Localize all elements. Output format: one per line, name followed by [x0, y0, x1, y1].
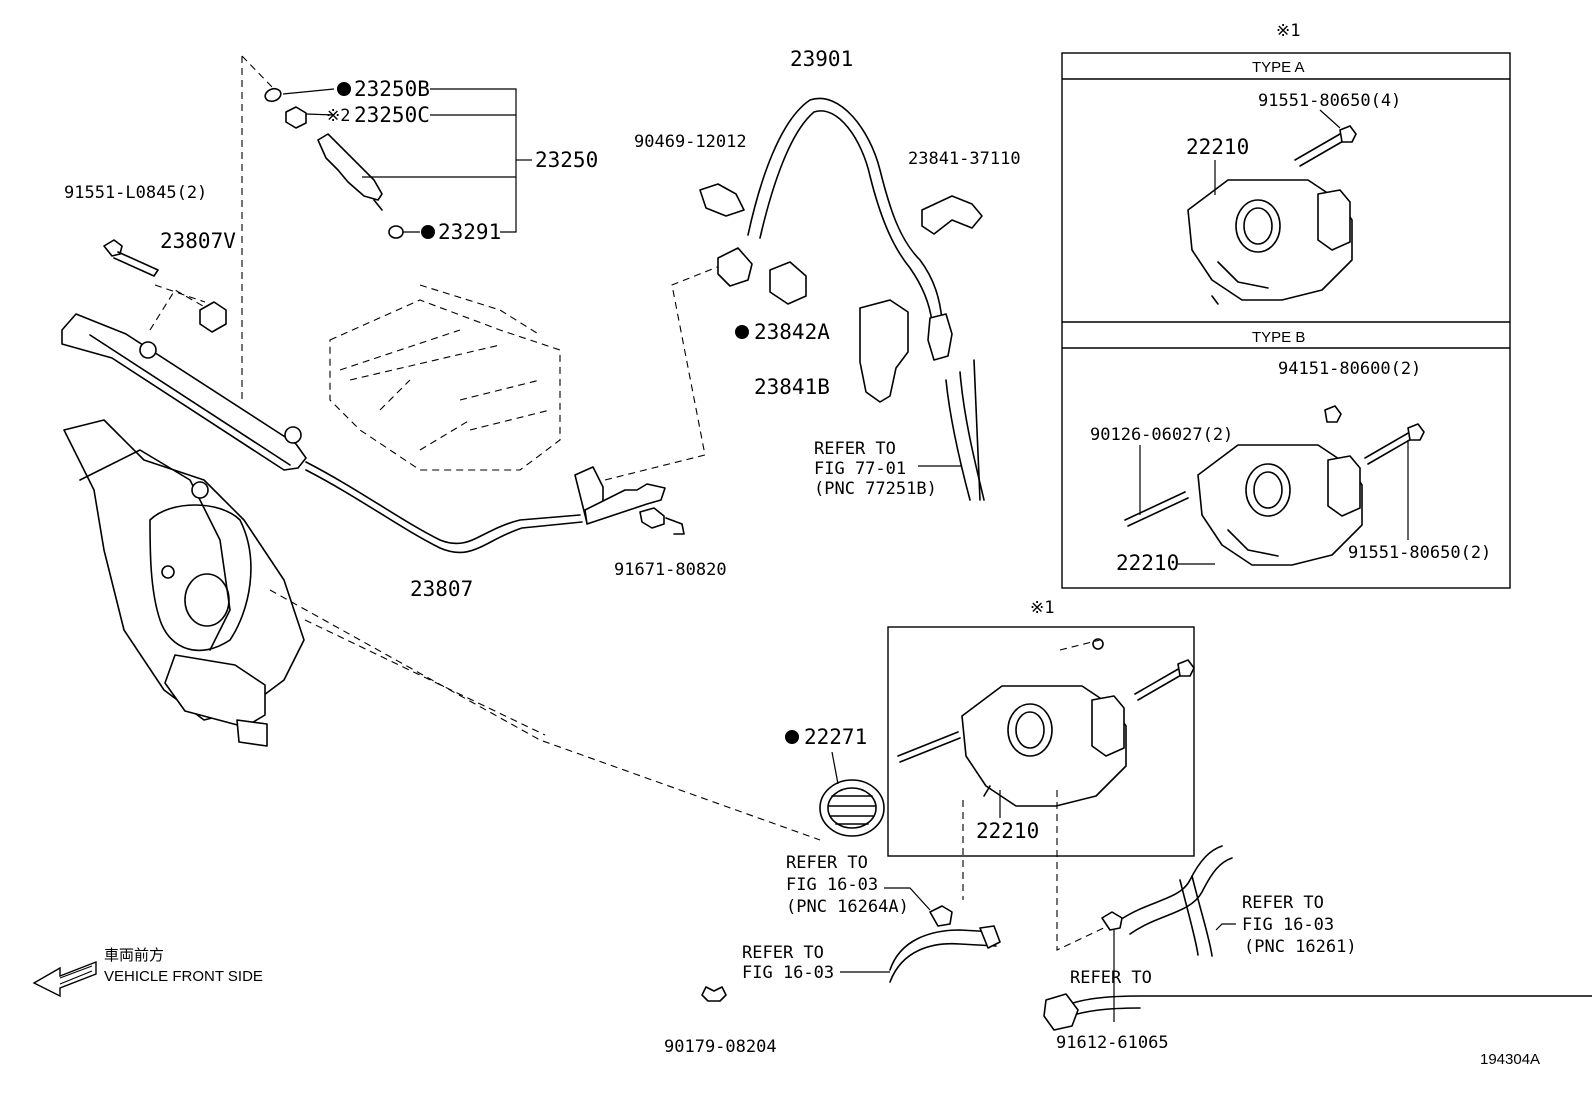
- label-refer-77-line1: REFER TO: [814, 439, 896, 459]
- label-b-90126-06027: 90126-06027(2): [1090, 425, 1233, 445]
- label-refer-16a-line3: (PNC 16264A): [786, 897, 909, 917]
- label-91612-61065: 91612-61065: [1056, 1033, 1169, 1053]
- label-refer-16c-line1: REFER TO: [1242, 893, 1324, 913]
- engine-head-outline: [329, 284, 561, 471]
- label-a-22210: 22210: [1186, 135, 1249, 159]
- label-90179-08204: 90179-08204: [664, 1037, 777, 1057]
- throttle-body-type-b: [1124, 405, 1425, 566]
- new-part-dot-icon: [735, 325, 749, 339]
- label-type-b: TYPE B: [1252, 329, 1305, 346]
- label-refer-16a-line2: FIG 16-03: [786, 875, 878, 895]
- label-23250: 23250: [535, 148, 598, 172]
- new-part-dot-icon: [421, 225, 435, 239]
- label-refer-16b-line1: REFER TO: [742, 943, 824, 963]
- hose-end-right: [927, 313, 953, 361]
- label-m-22210: 22210: [976, 819, 1039, 843]
- label-refer-bottom: REFER TO: [1070, 968, 1152, 988]
- label-23807: 23807: [410, 577, 473, 601]
- purge-hose-23901: [717, 97, 953, 361]
- label-23841-37110: 23841-37110: [908, 149, 1021, 169]
- fuel-rail-23807: [61, 313, 666, 554]
- bracket-23841b: [859, 299, 909, 403]
- water-hoses: [889, 845, 1592, 1031]
- label-type-a: TYPE A: [1252, 59, 1305, 76]
- label-23901: 23901: [790, 47, 853, 71]
- intake-manifold: [63, 419, 305, 747]
- diagram-id: 194304A: [1480, 1051, 1540, 1068]
- labels: 23250B ※2 23250C 23250 23291 91551-L0845…: [64, 21, 1540, 1068]
- label-b-22210: 22210: [1116, 551, 1179, 575]
- new-part-dot-icon: [785, 730, 799, 744]
- clamp-23841-37110: [921, 195, 983, 235]
- injector-assembly: [264, 87, 532, 239]
- label-refer-77-line2: FIG 77-01: [814, 459, 906, 479]
- bolt-91551-l0845: [103, 239, 159, 277]
- throttle-body-type-a: [1187, 125, 1357, 305]
- label-23250c: 23250C: [354, 103, 430, 127]
- type-box: [1061, 52, 1511, 589]
- label-23841b: 23841B: [754, 375, 830, 399]
- vehicle-front-arrow-icon: [32, 960, 97, 998]
- fuel-injector: [317, 133, 383, 201]
- label-refer-16c-line3: (PNC 16261): [1244, 937, 1357, 957]
- label-mark-mid: ※1: [1030, 598, 1054, 618]
- throttle-body-main: [897, 638, 1195, 807]
- label-a-91551-80650: 91551-80650(4): [1258, 91, 1401, 111]
- label-23807v: 23807V: [160, 229, 236, 253]
- type-frame: [1061, 52, 1511, 589]
- clip-16264a: [929, 905, 953, 927]
- label-refer-16a-line1: REFER TO: [786, 853, 868, 873]
- label-mark2: ※2: [326, 106, 350, 126]
- collar-23807v: [199, 301, 227, 333]
- o-ring-23250b: [264, 87, 282, 103]
- hose-refer-77-01: [945, 371, 985, 501]
- seal-23291: [388, 225, 404, 239]
- label-91671-80820: 91671-80820: [614, 560, 727, 580]
- gasket-22271: [819, 779, 885, 837]
- label-23842a: 23842A: [754, 320, 830, 344]
- label-mark-top: ※1: [1276, 21, 1300, 41]
- label-91551-l0845: 91551-L0845(2): [64, 183, 207, 203]
- label-22271: 22271: [804, 725, 867, 749]
- label-refer-16b-line2: FIG 16-03: [742, 963, 834, 983]
- label-90469-12012: 90469-12012: [634, 132, 747, 152]
- hose-end-left: [717, 247, 753, 287]
- new-part-dot-icon: [337, 82, 351, 96]
- clip-16261: [1101, 911, 1123, 931]
- label-refer-16c-line2: FIG 16-03: [1242, 915, 1334, 935]
- label-23250b: 23250B: [354, 77, 430, 101]
- cushion-23842a: [769, 261, 807, 305]
- label-refer-77-line3: (PNC 77251B): [814, 479, 937, 499]
- label-23291: 23291: [438, 220, 501, 244]
- clip-90469-12012: [699, 183, 745, 217]
- label-b-94151-80600: 94151-80600(2): [1278, 359, 1421, 379]
- label-front-jp: 車両前方: [104, 947, 164, 964]
- label-b-91551-80650: 91551-80650(2): [1348, 543, 1491, 563]
- clip-90179-08204: [701, 986, 727, 1002]
- middle-frame: [887, 626, 1195, 857]
- grommet-23250c: [285, 106, 307, 129]
- label-front-en: VEHICLE FRONT SIDE: [104, 968, 263, 985]
- bolt-91671-80820: [639, 507, 685, 535]
